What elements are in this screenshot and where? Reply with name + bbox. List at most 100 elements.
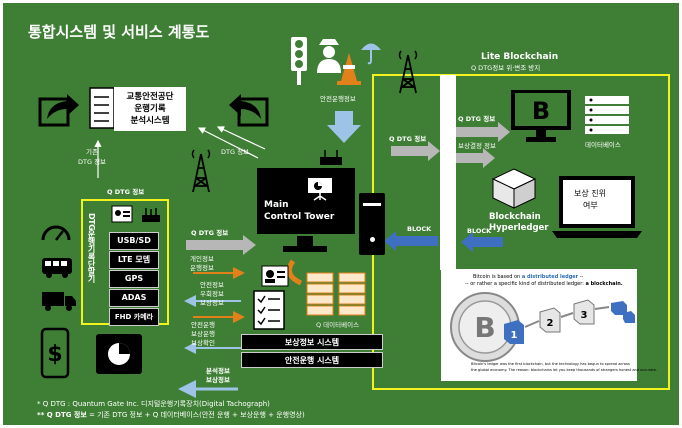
analysis-line2: 보상정보 bbox=[206, 376, 230, 384]
antenna-tower-icon bbox=[190, 148, 212, 193]
qdtg-to-db-arrow bbox=[453, 122, 510, 142]
umbrella-icon bbox=[360, 39, 382, 65]
paper-line2a: -- or rather a specific kind of distribu… bbox=[465, 281, 586, 287]
diagram-title: 통합시스템 및 서비스 계통도 bbox=[28, 23, 210, 41]
database-label: 데이터베이스 bbox=[585, 141, 621, 149]
driver-card-icon bbox=[111, 205, 133, 223]
block-cube-2-label: 2 bbox=[547, 318, 554, 329]
svg-text:$: $ bbox=[47, 342, 62, 367]
ct-to-db-curve bbox=[286, 259, 303, 286]
kotsa-line1: 교통안전공단 bbox=[126, 92, 174, 102]
footnote-2: ** Q DTG 정보 = 기존 DTG 정보 + Q 데이터베이스(안전 운행… bbox=[37, 412, 305, 419]
block-arrow-right bbox=[461, 232, 503, 252]
reward-ok-line2: 여부 bbox=[583, 201, 598, 210]
bitcoin-article-panel: Bitcoin is based on a distributed ledger… bbox=[441, 269, 657, 381]
footnote-2-rest: = 기존 DTG 정보 + Q 데이터베이스(안전 운행 + 보상운행 + 운행… bbox=[86, 411, 305, 419]
footnote-2-lead: ** Q DTG 정보 bbox=[37, 411, 87, 419]
truck-icon bbox=[41, 290, 77, 312]
block-cube-3-label: 3 bbox=[581, 310, 588, 321]
safe-line2: 우회정보 bbox=[200, 290, 224, 298]
qdtg-lite-right-label: Q DTG 정보 bbox=[458, 115, 496, 123]
safe-drive-system-button: 안전운행 시스템 bbox=[241, 352, 383, 368]
paper-line1: Bitcoin is based on a distributed ledger… bbox=[473, 275, 583, 280]
safety-info-label: 안전운행정보 bbox=[320, 95, 356, 103]
diagram-canvas: 통합시스템 및 서비스 계통도 bbox=[3, 3, 679, 425]
paper-line1c: -- bbox=[578, 274, 584, 280]
blockchain-line2: Hyperledger bbox=[489, 223, 549, 233]
ct-to-lite-arrow bbox=[391, 141, 440, 161]
block-label-left: BLOCK bbox=[407, 225, 432, 233]
reward-decision-label: 보상결정 정보 bbox=[458, 142, 496, 150]
blockchain-line1: Blockchain bbox=[489, 212, 541, 222]
block-cube-1-label: 1 bbox=[511, 330, 518, 341]
legacy-dtg-line2: DTG 정보 bbox=[78, 158, 107, 166]
personal-line2: 운행정보 bbox=[190, 264, 214, 272]
driver-line2: 보상운행 bbox=[191, 330, 215, 338]
lite-vertical-pillar bbox=[440, 75, 456, 270]
svg-text:B: B bbox=[474, 311, 495, 344]
antenna-tower-lite-icon bbox=[397, 49, 419, 94]
module-gps: GPS bbox=[109, 270, 159, 288]
safe-line3: 보상정보 bbox=[200, 299, 224, 307]
block-cube-1: 1 bbox=[503, 319, 525, 345]
arrows-layer bbox=[94, 74, 670, 398]
block-cube-3: 3 bbox=[573, 299, 595, 325]
dtg-diagonal-arrow-1 bbox=[197, 127, 259, 159]
control-tower-line1: Main bbox=[264, 200, 289, 210]
module-fhd-camera: FHD 카메라 bbox=[109, 308, 159, 326]
lite-blockchain-title: Lite Blockchain bbox=[481, 52, 559, 62]
module-adas: ADAS bbox=[109, 289, 159, 307]
module-usb-sd: USB/SD bbox=[109, 232, 159, 250]
legacy-dtg-line1: 기존 bbox=[86, 148, 98, 156]
laptop-icon bbox=[551, 175, 643, 239]
kotsa-line2: 운행기록 bbox=[134, 104, 166, 114]
footnote-1: * Q DTG : Quantum Gate Inc. 디지털운행기록장치(Di… bbox=[37, 400, 270, 408]
paper-caption2: the global economy. The reason: blockcha… bbox=[471, 368, 658, 372]
database-rack-icon bbox=[583, 95, 631, 137]
server-tower bbox=[359, 193, 385, 255]
paper-caption1: Bitcoin's ledger was the first blockchai… bbox=[471, 362, 630, 366]
block-arrow-left bbox=[384, 231, 438, 251]
qdtg-to-ct-label: Q DTG 정보 bbox=[191, 229, 229, 237]
mobile-payment-icon: $ bbox=[40, 327, 70, 379]
kotsa-line3: 분석시스템 bbox=[130, 116, 170, 126]
block-cube-2: 2 bbox=[539, 307, 561, 333]
svg-text:B: B bbox=[532, 97, 550, 125]
speedometer-icon bbox=[41, 223, 71, 241]
lite-blockchain-subtitle: Q DTG정보 위·변조 방지 bbox=[471, 64, 541, 72]
safe-line1: 안전정보 bbox=[200, 281, 224, 289]
checklist-icon bbox=[253, 290, 285, 330]
q-database-servers-icon bbox=[305, 271, 367, 319]
reward-decision-arrow bbox=[453, 148, 495, 168]
personal-line1: 개인정보 bbox=[190, 255, 214, 263]
police-officer-icon bbox=[315, 37, 343, 73]
control-tower-line2: Control Tower bbox=[264, 212, 335, 222]
report-document-icon bbox=[89, 87, 115, 131]
qdtg-top-label: Q DTG 정보 bbox=[107, 188, 145, 196]
bitcoin-monitor-icon: B bbox=[510, 89, 572, 143]
paper-line1b: a distributed ledger bbox=[521, 274, 579, 280]
safety-down-arrow bbox=[327, 111, 361, 143]
traffic-cone-icon bbox=[337, 53, 361, 85]
dtg-diagonal-arrow-2 bbox=[216, 126, 266, 150]
share-arrow-icon bbox=[38, 89, 81, 127]
module-lte: LTE 모뎀 bbox=[109, 251, 159, 269]
router-icon bbox=[319, 149, 343, 165]
paper-line2: -- or rather a specific kind of distribu… bbox=[465, 282, 623, 287]
block-label-right: BLOCK bbox=[467, 227, 492, 235]
terminal-vertical-label: DTG운행기록단말기 bbox=[87, 213, 96, 283]
return-arrow-icon bbox=[225, 89, 269, 127]
analysis-line1: 분석정보 bbox=[206, 367, 230, 375]
paper-line2b: a blockchain. bbox=[585, 281, 623, 287]
dtg-info-diagonal-label: DTG 정보 bbox=[221, 148, 250, 156]
wifi-router-icon bbox=[141, 207, 161, 222]
reward-system-button: 보상정보 시스템 bbox=[241, 334, 383, 350]
block-chain-links bbox=[524, 299, 635, 339]
control-tower-stand bbox=[297, 236, 313, 246]
kotsa-box: 교통안전공단 운행기록 분석시스템 bbox=[114, 87, 186, 131]
bus-icon bbox=[41, 257, 73, 279]
tablet-chart-icon bbox=[95, 333, 143, 375]
control-tower-base bbox=[283, 246, 327, 252]
paper-line1a: Bitcoin is based on bbox=[473, 274, 522, 280]
reward-ok-line1: 보상 진위 bbox=[574, 189, 606, 198]
